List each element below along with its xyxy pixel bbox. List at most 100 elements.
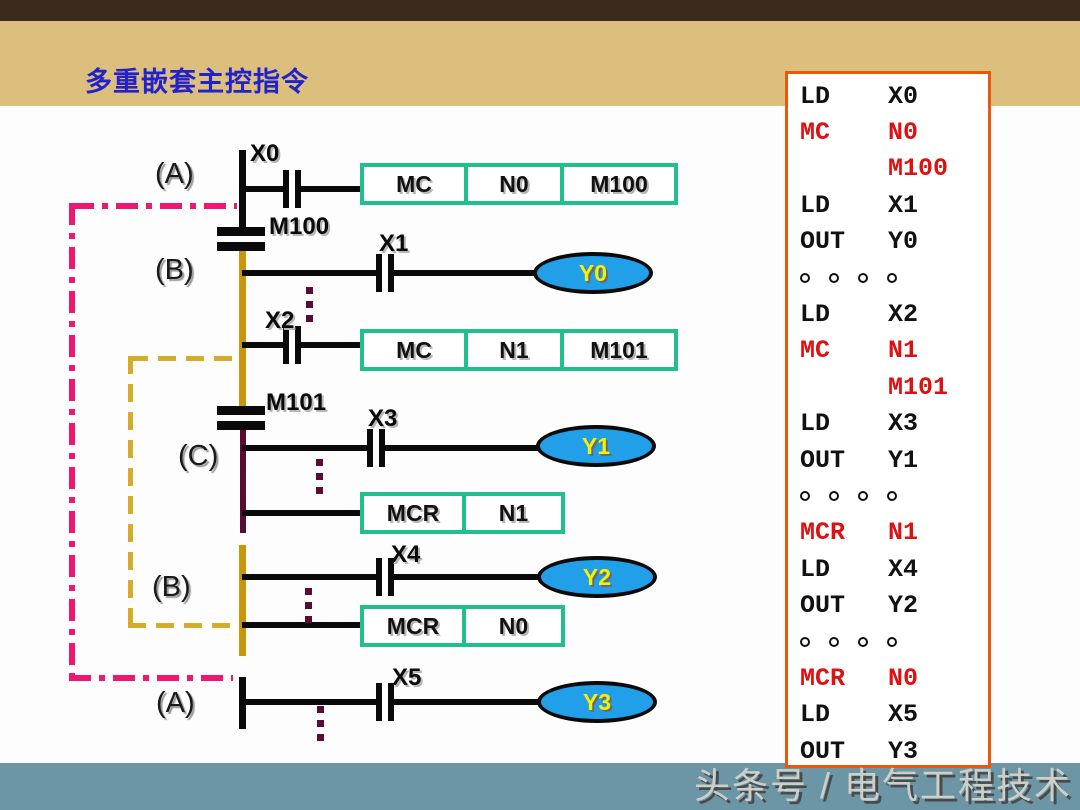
rail-contact-m101-label: M101 [266, 389, 327, 416]
contact-x1-bar-left [376, 254, 382, 292]
operand: Y3 [888, 736, 919, 766]
section-label-4: (A) [156, 687, 195, 719]
contact-x3-bar-left [367, 429, 373, 467]
ellipsis-dot [317, 734, 324, 741]
mcr-n0-box-cell-n0: N0 [462, 609, 561, 643]
operand: X3 [888, 409, 919, 439]
section-label-3: (B) [152, 571, 191, 603]
opcode: LD [800, 190, 831, 220]
mcr-n0-box: MCR N0 [360, 605, 565, 647]
mc-n1-box-cell-mc: MC [396, 336, 432, 363]
ellipsis-dot [305, 588, 312, 595]
section-label-1: (B) [155, 254, 194, 286]
wire-x5-right [394, 699, 541, 705]
bottom-blue-band [0, 763, 1080, 810]
opcode: LD [800, 409, 831, 439]
code-line-0: LD X0 [800, 78, 988, 114]
contact-x5-bar-left [376, 683, 382, 721]
contact-x4-label: X4 [391, 541, 421, 568]
code-ellipsis-line [800, 260, 988, 296]
operand: M100 [888, 154, 949, 184]
wire-mcr-n0 [242, 622, 362, 628]
coil-y0: Y0 [533, 252, 653, 294]
operand: Y2 [888, 591, 919, 621]
wire-x3-right [385, 445, 539, 451]
ellipsis-dot [306, 315, 313, 322]
ellipsis-ring [829, 491, 839, 502]
rail-contact-m100-bar-bottom [217, 242, 265, 251]
opcode: MC [800, 118, 831, 148]
ellipsis-dot [305, 602, 312, 609]
mc-n1-box-cell-n1: N1 [464, 333, 560, 367]
operand: Y1 [888, 445, 919, 475]
contact-x0-bar-left [283, 170, 289, 208]
ellipsis-ring [887, 273, 897, 284]
ellipsis-rungs-a2 [317, 706, 324, 741]
ellipsis-dot [306, 301, 313, 308]
mc-n0-box-cell-m100: M100 [560, 167, 674, 201]
ellipsis-dot [316, 459, 323, 466]
ellipsis-dot [306, 287, 313, 294]
code-line-9: LD X3 [800, 406, 988, 442]
operand: X4 [888, 554, 919, 584]
mc-n1-box-cell-m101: M101 [560, 333, 674, 367]
operand: X1 [888, 190, 919, 220]
ellipsis-dot [316, 487, 323, 494]
top-brown-bar [0, 0, 1080, 21]
coil-y3: Y3 [537, 681, 657, 723]
operand: X2 [888, 300, 919, 330]
contact-x3-bar-right [379, 429, 385, 467]
operand: N1 [888, 336, 919, 366]
gold-bracket-bottom [128, 623, 235, 628]
ellipsis-ring [887, 491, 897, 502]
mcr-n0-box-cell-mcr: MCR [386, 612, 440, 639]
coil-y2-label: Y2 [582, 563, 612, 590]
opcode: MCR [800, 663, 846, 693]
wire-x0-left [242, 186, 283, 192]
rail-contact-m100-bar-top [217, 227, 265, 236]
ellipsis-rungs-b2 [305, 588, 312, 623]
contact-x2-bar-left [283, 326, 289, 364]
ellipsis-ring [800, 637, 810, 648]
operand: X0 [888, 81, 919, 111]
ellipsis-dot [317, 706, 324, 713]
contact-x3-label: X3 [368, 405, 398, 432]
contact-x4-bar-right [388, 558, 394, 596]
wire-x5-left [242, 699, 376, 705]
code-line-8: M101 [800, 369, 988, 405]
coil-y0-label: Y0 [578, 259, 608, 286]
coil-y1-label: Y1 [581, 432, 611, 459]
ellipsis-ring [887, 637, 897, 648]
contact-x0-label: X0 [250, 140, 280, 167]
rail-section-b2-gold [239, 545, 246, 656]
wire-mcr-n1 [242, 510, 362, 516]
contact-x1-label: X1 [379, 230, 409, 257]
rail-contact-m100-label: M100 [269, 213, 330, 240]
ellipsis-ring [858, 637, 868, 648]
code-line-3: LD X1 [800, 187, 988, 223]
ellipsis-dot [317, 720, 324, 727]
opcode: LD [800, 300, 831, 330]
contact-x0-bar-right [295, 170, 301, 208]
code-line-6: LD X2 [800, 296, 988, 332]
opcode: MCR [800, 518, 846, 548]
gold-bracket-vertical [128, 356, 133, 628]
coil-y1: Y1 [536, 425, 656, 467]
opcode: LD [800, 81, 831, 111]
wire-x4-right [394, 574, 539, 580]
mc-n0-box-cell-mc: MC [396, 170, 432, 197]
wire-x1-left [242, 270, 376, 276]
ellipsis-ring [800, 273, 810, 284]
rail-section-b-gold [239, 251, 246, 407]
section-label-0: (A) [155, 158, 194, 190]
